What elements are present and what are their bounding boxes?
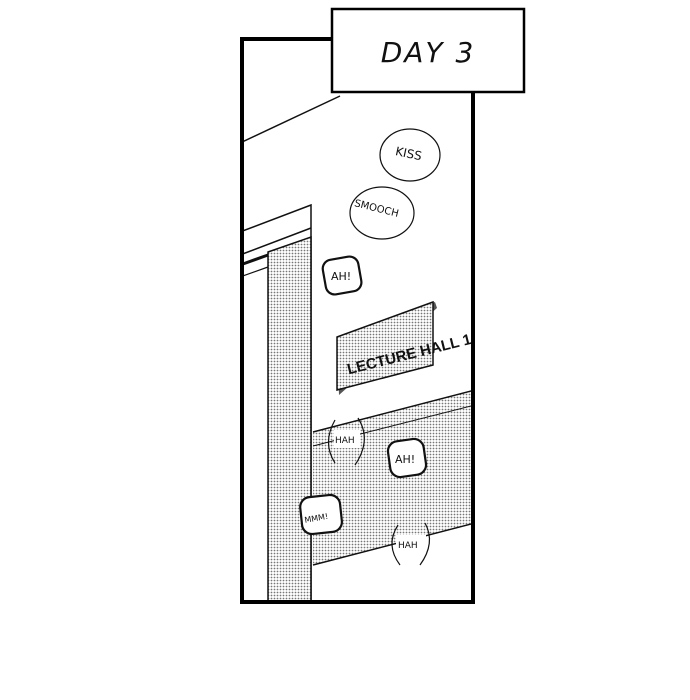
sfx-text: MMM!	[304, 512, 329, 525]
sfx-ah-2: AH!	[386, 437, 428, 479]
caption-frame	[330, 7, 526, 94]
door-rail	[242, 253, 269, 266]
sfx-hah-1: HAH	[327, 417, 365, 466]
ceiling-line	[242, 95, 341, 143]
speech-bubble	[386, 437, 428, 479]
sfx-smooch: SMOOCH	[349, 186, 415, 240]
sfx-text: AH!	[395, 453, 415, 466]
sign-plate	[336, 300, 434, 391]
wall-band-top-line	[312, 389, 473, 433]
sfx-kiss: KISS	[379, 128, 441, 182]
sfx-ah-1: AH!	[321, 255, 363, 296]
wall-band	[313, 390, 473, 565]
sfx-text: HAH	[335, 436, 355, 446]
sfx-backing	[396, 535, 426, 553]
wall-band-bottom-line	[312, 522, 473, 566]
speech-bubble	[349, 186, 415, 240]
bracket-left	[391, 524, 401, 566]
bracket-right	[419, 522, 431, 566]
caption-box: DAY 3	[330, 7, 526, 94]
speech-bubble	[379, 128, 441, 182]
speech-bubble	[321, 255, 363, 296]
sfx-mmm: MMM!	[299, 493, 343, 536]
caption-text: DAY 3	[381, 36, 476, 69]
bracket-right	[354, 417, 365, 466]
speech-bubble	[299, 493, 343, 536]
lecture-hall-sign: LECTURE HALL 1	[336, 300, 473, 395]
sfx-text: AH!	[331, 270, 351, 283]
sfx-text: HAH	[398, 541, 418, 551]
door-panel	[267, 235, 312, 601]
sfx-text: KISS	[394, 144, 423, 163]
sfx-hah-2: HAH	[391, 522, 431, 566]
bracket-left	[327, 419, 336, 464]
sfx-backing	[334, 430, 360, 448]
door-rail-lower	[242, 266, 269, 277]
door-frame-line	[242, 227, 312, 256]
